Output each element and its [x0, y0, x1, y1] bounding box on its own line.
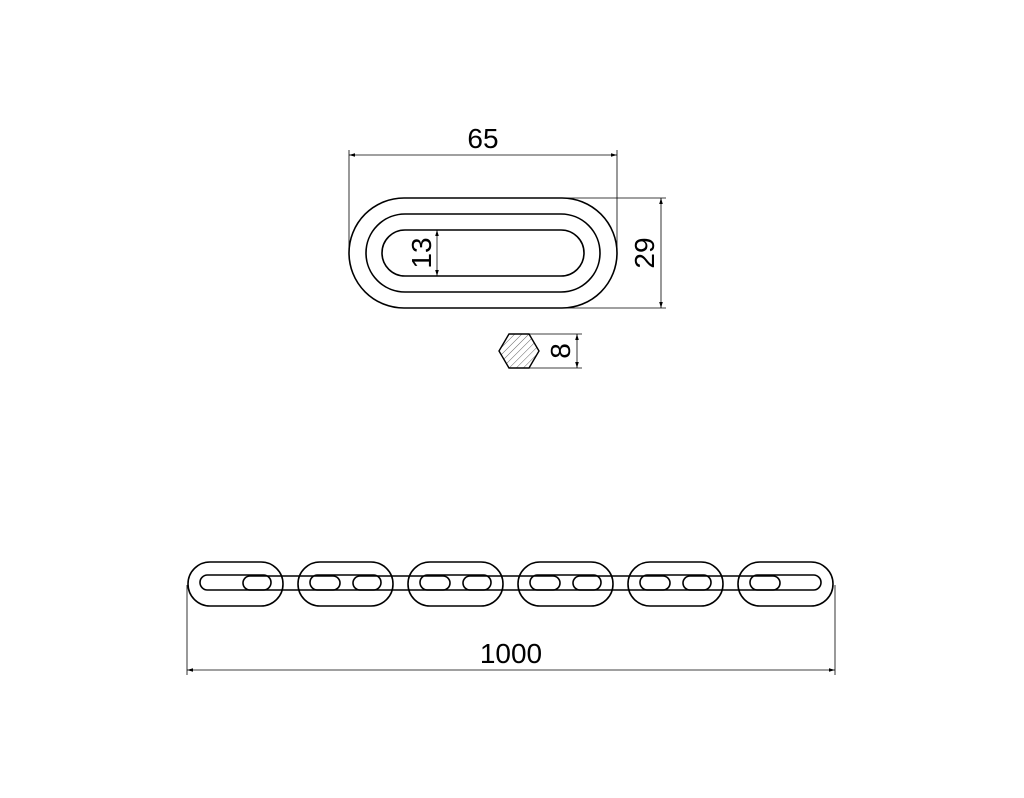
chain-flat-link: [187, 561, 284, 607]
chain-flat-link-slot: [419, 574, 492, 591]
chain-flat-link: [407, 561, 504, 607]
link-detail: 65 29 13 8: [348, 123, 666, 369]
dimension-label-diameter: 8: [545, 343, 576, 359]
chain-assembly: [187, 561, 834, 607]
link-middle-outline: [365, 213, 601, 293]
chain-flat-link: [737, 561, 834, 607]
chain-flat-link-slot: [639, 574, 712, 591]
dimension-label-chain-length: 1000: [480, 638, 542, 669]
dimension-length: 65: [348, 123, 618, 255]
chain-side-link: [462, 575, 561, 591]
chain-flat-link: [297, 561, 394, 607]
chain-flat-link-slot: [309, 574, 382, 591]
chain-flat-link: [627, 561, 724, 607]
chain-flat-link: [517, 561, 614, 607]
wire-section: 8: [498, 333, 582, 369]
chain-flat-link-slot: [749, 574, 822, 591]
chain-side-link: [242, 575, 341, 591]
dimension-inner: 13: [406, 230, 439, 276]
chain-flat-link-slot: [529, 574, 602, 591]
chain-side-link: [572, 575, 671, 591]
hexagon-section-icon: [498, 333, 540, 369]
chain-side-link: [352, 575, 451, 591]
dimension-chain-length: 1000: [186, 585, 836, 675]
dimension-label-length: 65: [467, 123, 498, 154]
dimension-label-inner: 13: [406, 237, 437, 268]
chain-flat-link-slot: [199, 574, 272, 591]
chain-side-link: [682, 575, 781, 591]
dimension-label-width: 29: [629, 237, 660, 268]
link-inner-outline: [381, 229, 585, 277]
dimension-width: 29: [560, 197, 666, 309]
